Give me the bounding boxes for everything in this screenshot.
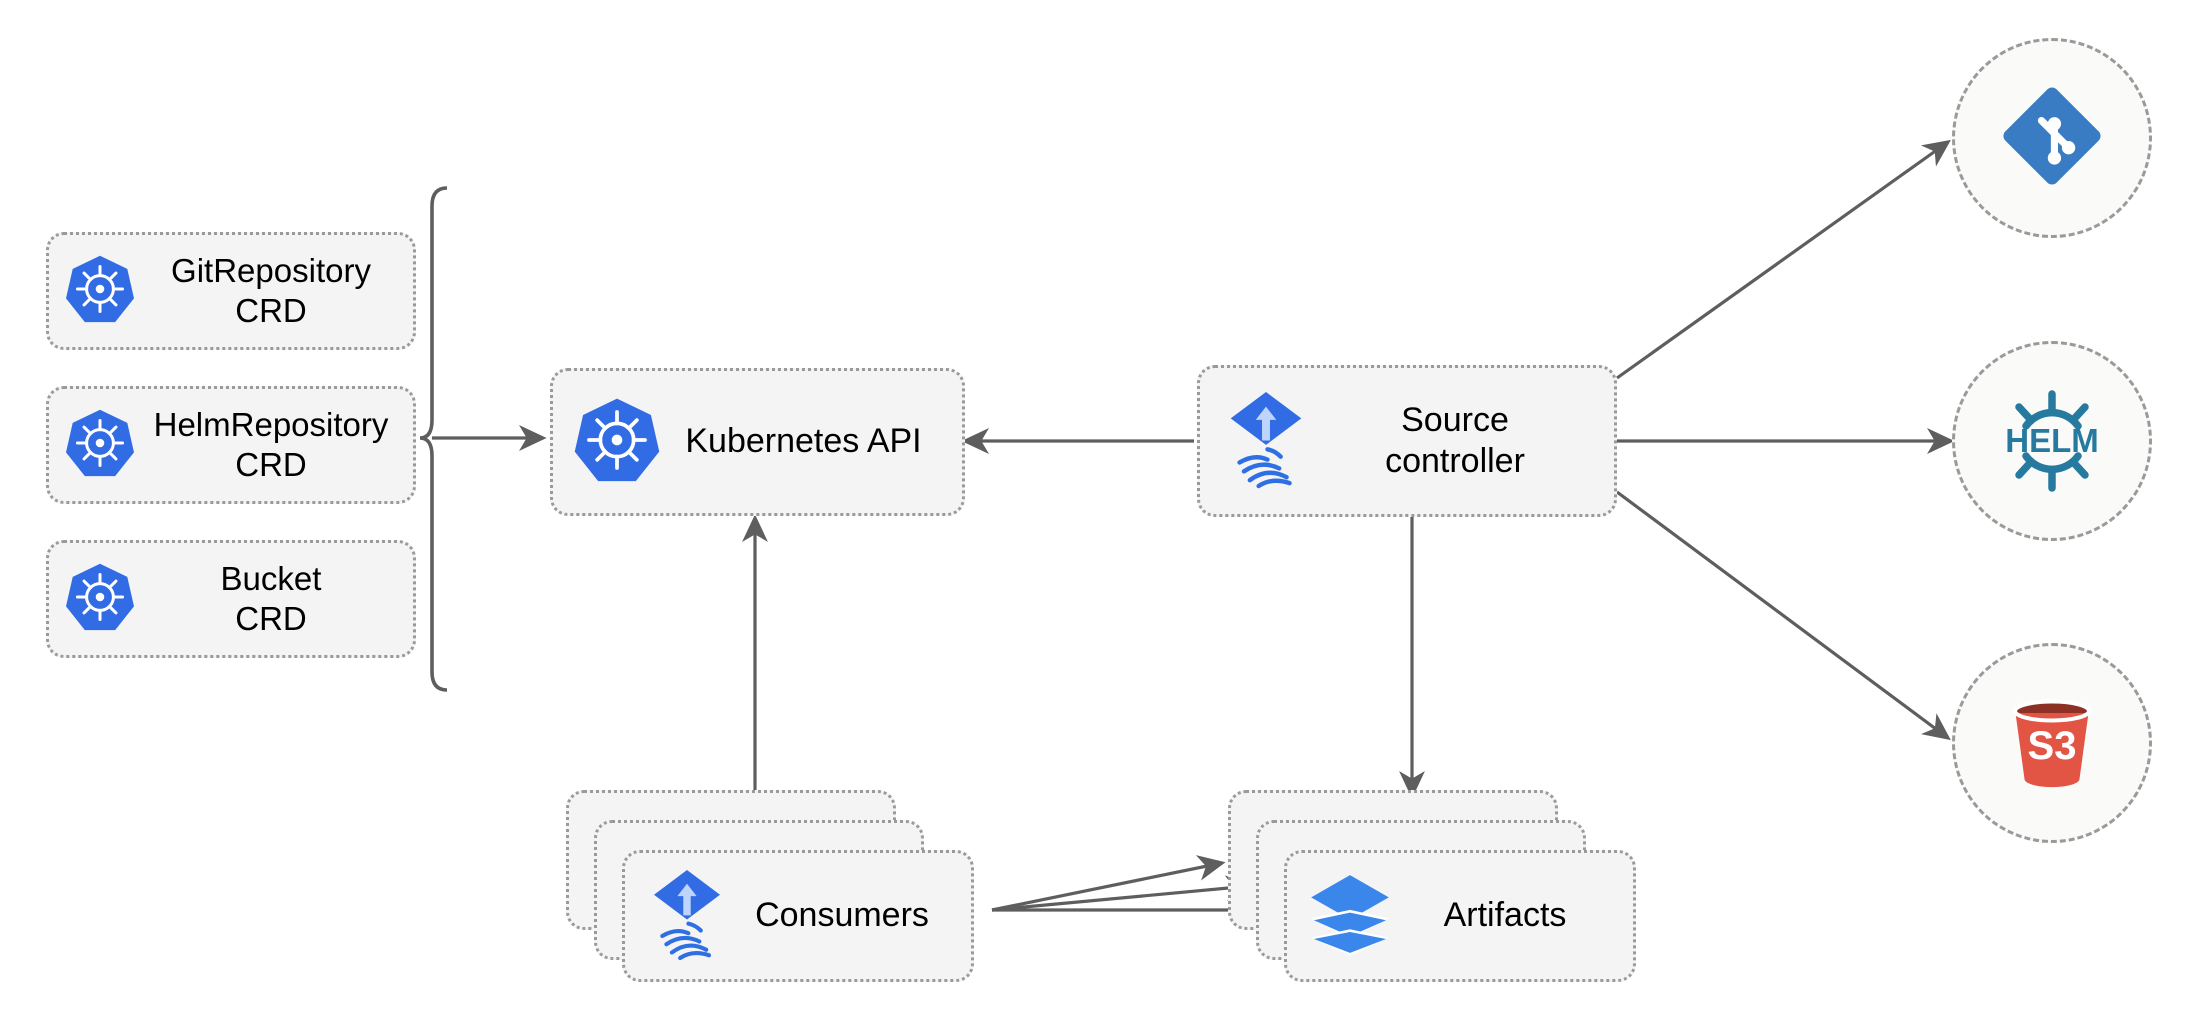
node-kubernetes-api[interactable]: Kubernetes API — [550, 368, 965, 516]
node-artifacts[interactable]: Artifacts — [1284, 850, 1636, 982]
kubernetes-icon — [63, 252, 137, 331]
helm-icon: HELM — [1988, 382, 2116, 500]
edge-source-controller-to-s3 — [1616, 490, 1951, 741]
edge-source-controller-to-git — [1616, 139, 1951, 380]
git-icon — [2000, 84, 2104, 193]
flux-icon — [1218, 389, 1314, 494]
kubernetes-icon — [63, 406, 137, 485]
helm-wordmark: HELM — [2005, 422, 2099, 459]
node-consumers-stack[interactable]: Consumers — [566, 790, 974, 982]
node-helmrepository-crd[interactable]: HelmRepository CRD — [46, 386, 416, 504]
kubernetes-icon — [63, 560, 137, 639]
external-helm-repository[interactable]: HELM — [1952, 341, 2152, 541]
kubernetes-icon — [571, 394, 663, 491]
s3-wordmark: S3 — [2028, 724, 2077, 768]
edge-consumers-to-artifacts-1 — [991, 855, 1226, 912]
edge-consumers-to-artifacts-2 — [991, 875, 1254, 912]
node-artifacts-stack[interactable]: Artifacts — [1228, 790, 1636, 982]
node-label: Consumers — [755, 896, 929, 935]
node-label: HelmRepository CRD — [153, 405, 389, 483]
s3-bucket-icon: S3 — [1994, 685, 2110, 801]
external-git-repository[interactable] — [1952, 38, 2152, 238]
node-label: Bucket CRD — [220, 559, 322, 637]
node-gitrepository-crd[interactable]: GitRepository CRD — [46, 232, 416, 350]
node-label: GitRepository CRD — [171, 251, 371, 329]
node-label: Kubernetes API — [685, 422, 922, 461]
flux-icon — [643, 867, 731, 966]
crd-group-bracket — [419, 186, 448, 692]
external-s3-bucket[interactable]: S3 — [1952, 643, 2152, 843]
node-source-controller[interactable]: Source controller — [1197, 365, 1617, 517]
node-bucket-crd[interactable]: Bucket CRD — [46, 540, 416, 658]
node-label: Artifacts — [1443, 896, 1567, 935]
node-consumers[interactable]: Consumers — [622, 850, 974, 982]
node-label: Source controller — [1385, 400, 1525, 480]
layers-icon — [1305, 871, 1395, 962]
